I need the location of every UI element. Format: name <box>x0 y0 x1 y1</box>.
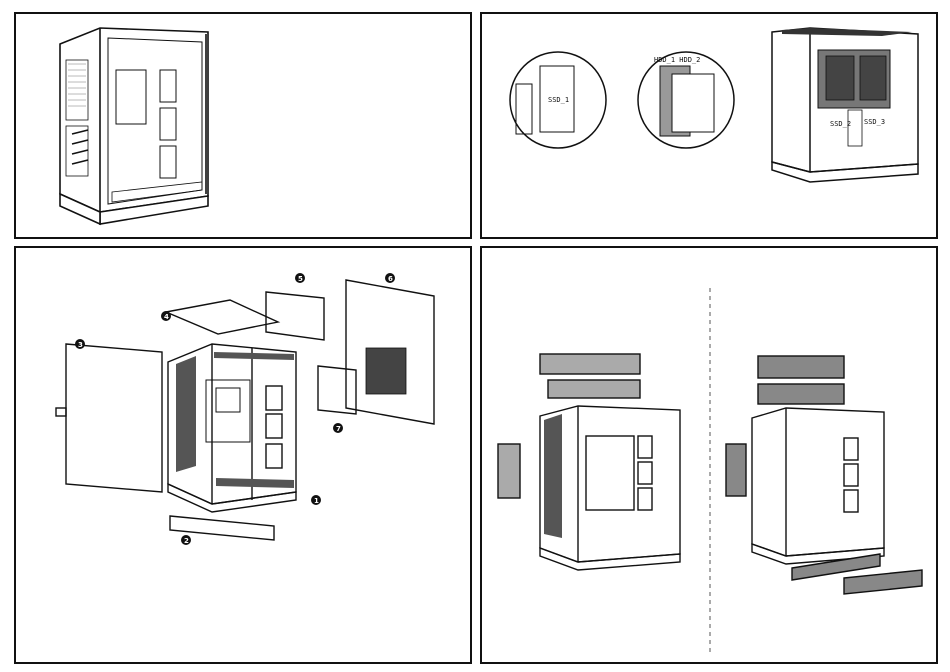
panel-cooling-options <box>480 246 938 664</box>
svg-text:1: 1 <box>314 497 319 505</box>
panel-storage-mounting: SSD_1 HDD_1 HDD_2 SSD_2 SSD_3 <box>480 12 938 239</box>
top-panel <box>166 300 278 334</box>
svg-text:3: 3 <box>78 341 83 349</box>
case-fans <box>726 356 922 594</box>
callout-3: 3 <box>75 339 85 349</box>
case-top-vent <box>782 28 912 36</box>
callout-2: 2 <box>181 535 191 545</box>
callout-6: 6 <box>385 273 395 283</box>
panel-case-glass-view <box>14 12 472 239</box>
hdd-label: HDD_1 HDD_2 <box>654 56 700 64</box>
storage-illustration: SSD_1 HDD_1 HDD_2 SSD_2 SSD_3 <box>482 14 940 241</box>
case-radiator <box>498 354 680 570</box>
drive-bracket <box>266 292 324 340</box>
cooling-illustration <box>482 248 940 666</box>
callout-1: 1 <box>311 495 321 505</box>
case-glass-illustration <box>16 14 474 241</box>
exploded-illustration: 1 2 3 4 5 6 7 <box>16 248 474 666</box>
callout-4: 4 <box>161 311 171 321</box>
svg-text:2: 2 <box>184 537 189 545</box>
panel-exploded-view: 1 2 3 4 5 6 7 <box>14 246 472 664</box>
side-door-glass <box>66 344 162 492</box>
svg-text:4: 4 <box>164 313 169 321</box>
ssd3-label: SSD_3 <box>864 118 885 126</box>
svg-text:6: 6 <box>388 275 393 283</box>
case-storage <box>772 28 918 182</box>
side-filter <box>318 366 356 414</box>
svg-text:5: 5 <box>298 275 303 283</box>
svg-text:7: 7 <box>336 425 341 433</box>
callout-5: 5 <box>295 273 305 283</box>
ssd2-label: SSD_2 <box>830 120 851 128</box>
callout-7: 7 <box>333 423 343 433</box>
zoom-circle-hdd <box>638 52 734 148</box>
ssd1-label: SSD_1 <box>548 96 569 104</box>
